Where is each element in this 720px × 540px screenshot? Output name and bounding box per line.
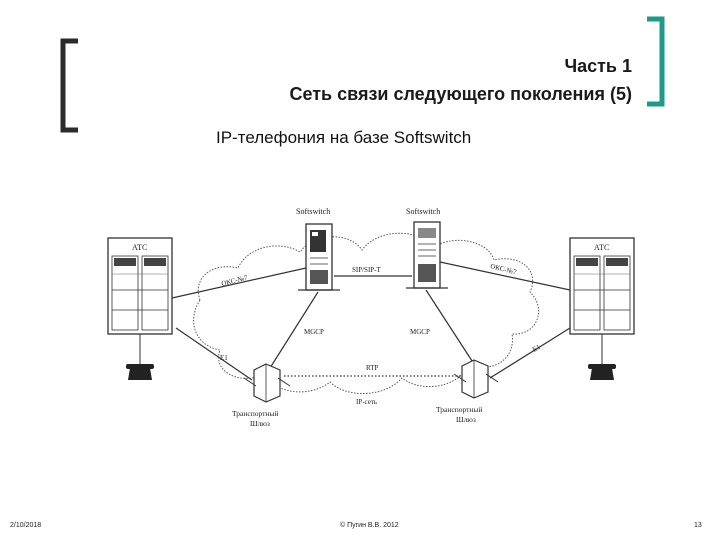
mgcp-left-label: MGCP (304, 328, 324, 336)
ats-left-label: АТС (132, 243, 147, 252)
oks-left-label: ОКС-№7 (221, 274, 249, 288)
phone-right-icon (588, 334, 616, 380)
softswitch-right-label: Softswitch (406, 207, 440, 216)
gateway-left-icon (243, 363, 291, 403)
gateway-left-label-line1: Транспортный (232, 409, 278, 418)
footer-copyright: © Пугин В.В. 2012 (340, 522, 399, 529)
footer-date: 2/10/2018 (10, 522, 42, 529)
e1-left-link (175, 327, 253, 381)
gateway-right-label-line2: Шлюз (456, 415, 476, 424)
slide-title: Сеть связи следующего поколения (5) (289, 84, 632, 104)
mgcp-right-label: MGCP (410, 328, 430, 336)
oks-right-label: ОКС-№7 (490, 262, 518, 276)
softswitch-left-label: Softswitch (296, 207, 330, 216)
ats-left-cabinet (107, 237, 173, 335)
oks-left-link (171, 267, 307, 299)
oks-right-link (439, 261, 571, 291)
e1-left-label: E1 (220, 354, 228, 362)
left-bracket-decoration (60, 38, 78, 133)
mgcp-left-link (269, 291, 319, 369)
slide-subtitle: IP-телефония на базе Softswitch (216, 128, 472, 147)
softswitch-right-server (406, 221, 448, 289)
part-title: Часть 1 (564, 56, 632, 76)
ats-right-cabinet (569, 237, 635, 335)
mgcp-right-link (425, 289, 475, 365)
title-block: Часть 1 Сеть связи следующего поколения … (289, 52, 632, 108)
right-bracket-decoration (647, 16, 665, 107)
footer-page-number: 13 (694, 522, 702, 529)
ats-right-label: АТС (594, 243, 609, 252)
softswitch-left-server (298, 223, 340, 291)
e1-right-label: E1 (531, 343, 542, 354)
sip-label: SIP/SIP-T (352, 266, 382, 274)
rtp-label: RTP (366, 364, 379, 372)
gateway-right-label-line1: Транспортный (436, 405, 482, 414)
e1-right-link (489, 327, 571, 379)
gateway-left-label-line2: Шлюз (250, 419, 270, 428)
phone-left-icon (126, 334, 154, 380)
gateway-right-icon (453, 359, 499, 399)
ip-network-label: IP-сеть (356, 398, 377, 406)
